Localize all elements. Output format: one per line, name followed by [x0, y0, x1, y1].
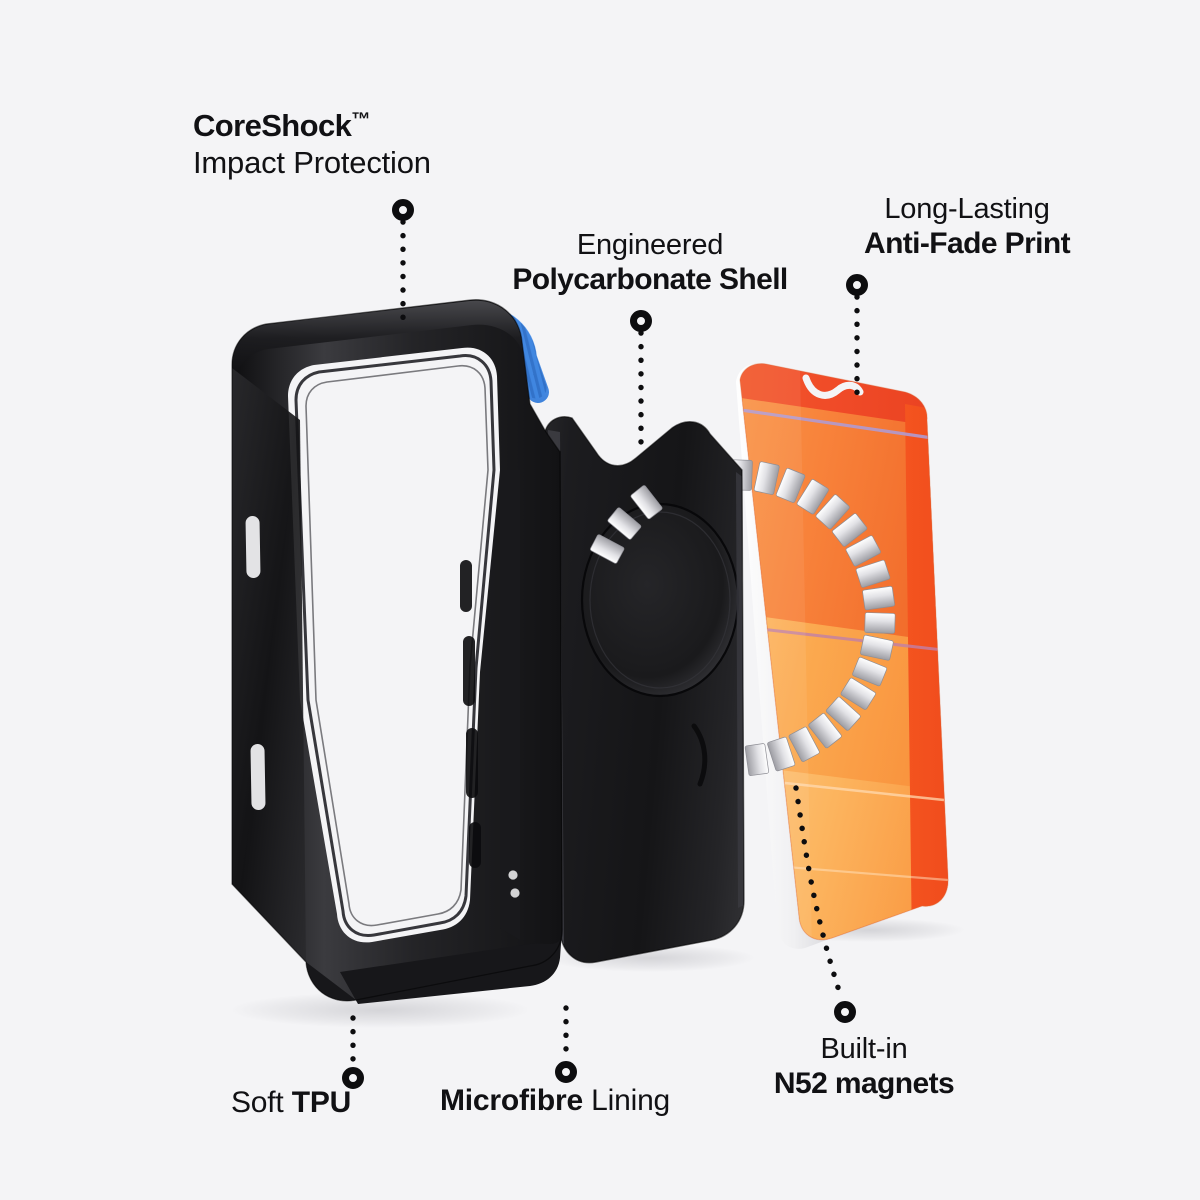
tpu-top-rail: [232, 300, 524, 384]
callout-anti-fade-print: Long-Lasting Anti-Fade Print: [834, 192, 1100, 262]
callout-coreshock: CoreShock™ Impact Protection: [193, 108, 431, 181]
callout-soft-tpu: Soft TPU: [231, 1085, 351, 1120]
callout-polycarbonate-line2: Polycarbonate Shell: [512, 263, 788, 297]
callout-n52-line1: Built-in: [820, 1033, 908, 1065]
shadow-tpu: [230, 992, 530, 1028]
speaker-holes: [508, 870, 520, 898]
tpu-frame-opening: [288, 347, 500, 943]
callout-microfibre-suffix: Lining: [583, 1084, 671, 1117]
shell-button-emboss: [691, 723, 708, 787]
magnet-ring-front-arc: [590, 485, 663, 564]
callout-polycarbonate-line1: Engineered: [576, 229, 724, 261]
trademark-symbol: ™: [351, 109, 371, 131]
callout-n52-magnets: Built-in N52 magnets: [751, 1032, 977, 1102]
product-layer-tpu-bumper: [231, 299, 563, 1004]
tpu-left-rail: [232, 368, 306, 962]
callout-antifade-line1: Long-Lasting: [884, 193, 1050, 225]
shell-outline: [544, 416, 745, 964]
callout-microfibre-term: Microfibre: [440, 1084, 584, 1117]
callout-coreshock-line1: CoreShock™: [193, 108, 371, 143]
shell-magsafe-emboss: [580, 502, 740, 698]
callout-polycarbonate-shell: Engineered Polycarbonate Shell: [489, 228, 811, 298]
tpu-right-rail: [500, 470, 520, 940]
callout-tpu-prefix: Soft: [231, 1086, 292, 1119]
callout-antifade-line2: Anti-Fade Print: [864, 227, 1071, 261]
callout-microfibre-lining: Microfibre Lining: [440, 1083, 670, 1118]
button-cutout-volume-up: [245, 516, 261, 578]
tpu-bottom-rail: [306, 930, 562, 1004]
print-right-strip: [905, 404, 949, 940]
callout-n52-line2: N52 magnets: [773, 1067, 955, 1101]
callout-tpu-term: TPU: [291, 1086, 352, 1119]
callout-coreshock-line2: Impact Protection: [193, 144, 431, 180]
button-cutout-volume-down: [250, 744, 266, 810]
